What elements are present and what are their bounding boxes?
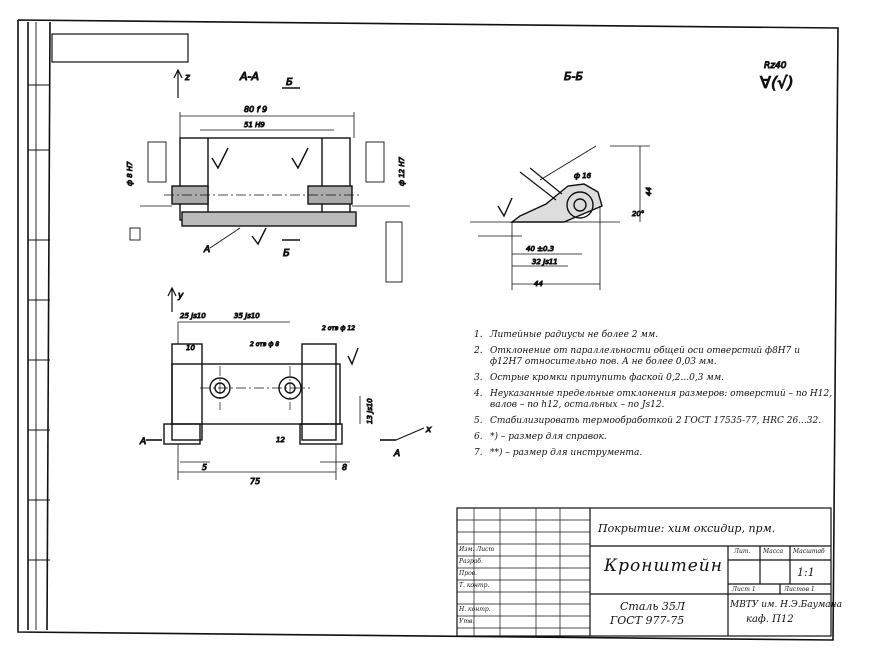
cut-mark-a-left: А [139,437,146,447]
note-4: 4.Неуказанные предельные отклонения разм… [474,389,833,410]
note-1: 1.Литейные радиусы не более 2 мм. [474,330,659,340]
sheet-frame [17,19,839,641]
section-bb-title: Б-Б [564,70,583,83]
section-bb-view [470,145,650,290]
part-name: Кронштейн [604,556,723,576]
note-6: 6.*) – размер для справок. [474,432,607,442]
dim-12h7: ф 12 H7 [398,156,406,186]
section-aa-view [129,68,410,283]
sheet-count: Листов 1 [784,586,815,593]
scale-value: 1:1 [797,566,815,579]
row-izm: Изм. Лист [459,546,495,553]
axis-label-z: z [184,73,190,83]
material-line-1: Сталь 35Л [620,600,686,613]
dim-32: 32 Js11 [532,258,558,266]
dim-44-vertical: 44 [645,187,653,196]
note-5: 5.Стабилизировать термообработкой 2 ГОСТ… [474,416,822,426]
note-2: 2.Отклонение от параллельности общей оси… [474,346,801,367]
material-line-2: ГОСТ 977-75 [610,614,685,627]
dim-2holes8: 2 отв ф 8 [250,341,279,348]
cut-mark-b-bottom: Б [283,248,290,259]
roughness-symbol-icon: ∀(√) [760,73,794,92]
sheet-number: Лист 1 [732,586,756,593]
row-nkontr: Н. контр. [459,606,491,613]
axis-label-y: y [177,291,184,301]
row-prov: Пров. [459,570,478,577]
dim-8: 8 [342,463,347,472]
dim-16: ф 16 [574,172,592,180]
row-utv: Утв. [459,618,475,625]
side-strip [28,22,50,630]
col-scale: Масштаб [793,548,825,555]
datum-a-label: А [203,245,210,255]
col-lit: Лит. [734,548,751,555]
dim-25: 25 Js10 [180,312,206,320]
dim-2holes12: 2 отв ф 12 [322,325,355,332]
dim-10: 10 [186,344,195,352]
org-line-2: каф. П12 [746,614,794,625]
dim-35: 35 Js10 [234,312,260,320]
general-roughness: Rz40 [764,61,787,71]
coating-text: Покрытие: хим оксидир, прм. [598,522,776,535]
row-tkontr: Т. контр. [459,582,490,589]
title-block-frame [456,507,832,637]
dim-40: 40 ±0.3 [526,245,554,253]
dim-44: 44 [534,280,543,288]
dim-8h7: ф 8 H7 [126,161,134,186]
dim-20deg: 20° [632,210,644,218]
axis-label-x: x [425,425,432,435]
dim-13: 13 Js10 [366,398,374,424]
cut-mark-a-right: А [393,449,400,459]
technical-requirements: 1.Литейные радиусы не более 2 мм. 2.Откл… [474,330,834,464]
dim-51: 51 H9 [244,121,265,129]
dim-75: 75 [250,477,260,486]
note-3: 3.Острые кромки притупить фаской 0,2...0… [474,373,725,383]
section-aa-title: А-А [239,70,259,83]
row-razrab: Разраб. [459,558,483,565]
plan-view [146,286,425,480]
note-7: 7.**) – размер для инструмента. [474,448,643,458]
org-line-1: МВТУ им. Н.Э.Баумана [730,600,842,610]
cut-mark-b-top: Б [286,77,293,88]
dim-80: 80 f 9 [244,105,267,114]
dim-12: 12 [276,436,285,444]
dim-5: 5 [202,463,207,472]
col-mass: Масса [763,548,784,555]
